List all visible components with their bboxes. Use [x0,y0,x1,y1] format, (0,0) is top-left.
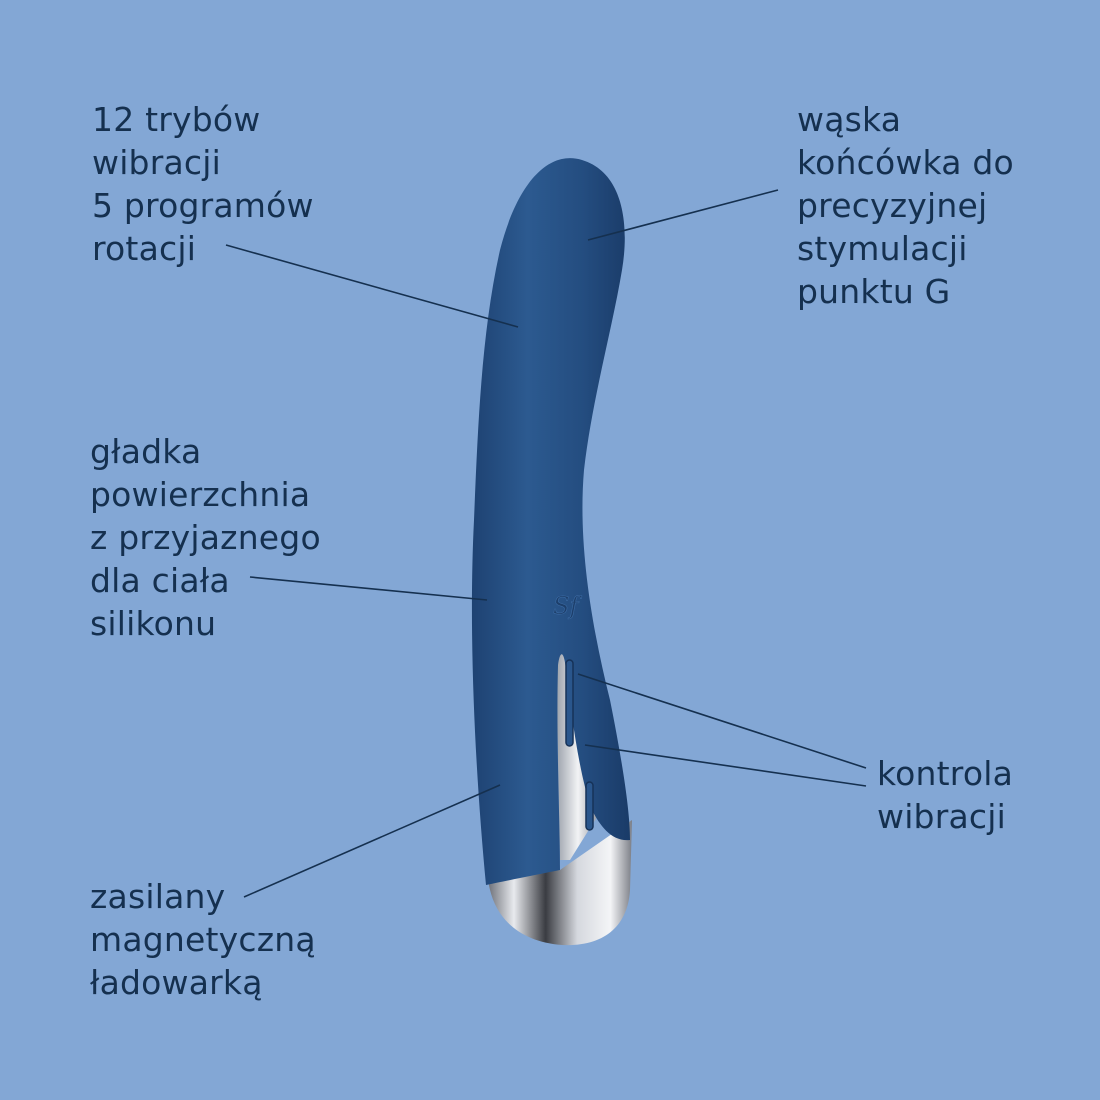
callout-line: ładowarką [90,963,263,1002]
leader-line-control-upper [577,673,867,769]
callout-line: rotacji [92,229,197,268]
callout-line: magnetyczną [90,920,316,959]
brand-logo: Sf [553,592,582,620]
callout-line: gładka [90,432,202,471]
vibrator-body [471,158,630,885]
leader-line-control-lower [584,744,867,787]
callout-line: końcówka do [797,143,1014,182]
callout-line: powierzchnia [90,475,311,514]
chrome-charging-base [488,820,632,946]
leader-line-surface [249,576,488,601]
callout-line: wibracji [92,143,221,182]
callout-vibration-modes: 12 trybów wibracji 5 programów rotacji [92,98,314,270]
callout-vibration-control: kontrola wibracji [877,752,1013,838]
callout-line: z przyjaznego [90,518,321,557]
button-plus [565,659,574,747]
callout-line: 5 programów [92,186,314,225]
callout-line: silikonu [90,604,217,643]
callout-line: 12 trybów [92,100,261,139]
callout-line: precyzyjnej [797,186,988,225]
callout-line: punktu G [797,272,951,311]
callout-line: wibracji [877,797,1006,836]
button-minus [585,781,594,831]
leader-line-charge [243,784,501,898]
callout-line: zasilany [90,877,226,916]
leader-line-tip [587,189,779,241]
callout-smooth-surface: gładka powierzchnia z przyjaznego dla ci… [90,430,321,645]
callout-line: stymulacji [797,229,968,268]
leader-line-modes [225,244,519,328]
callout-narrow-tip: wąska końcówka do precyzyjnej stymulacji… [797,98,1014,313]
callout-line: wąska [797,100,902,139]
callout-line: dla ciała [90,561,230,600]
callout-line: kontrola [877,754,1014,793]
callout-magnetic-charging: zasilany magnetyczną ładowarką [90,875,316,1004]
